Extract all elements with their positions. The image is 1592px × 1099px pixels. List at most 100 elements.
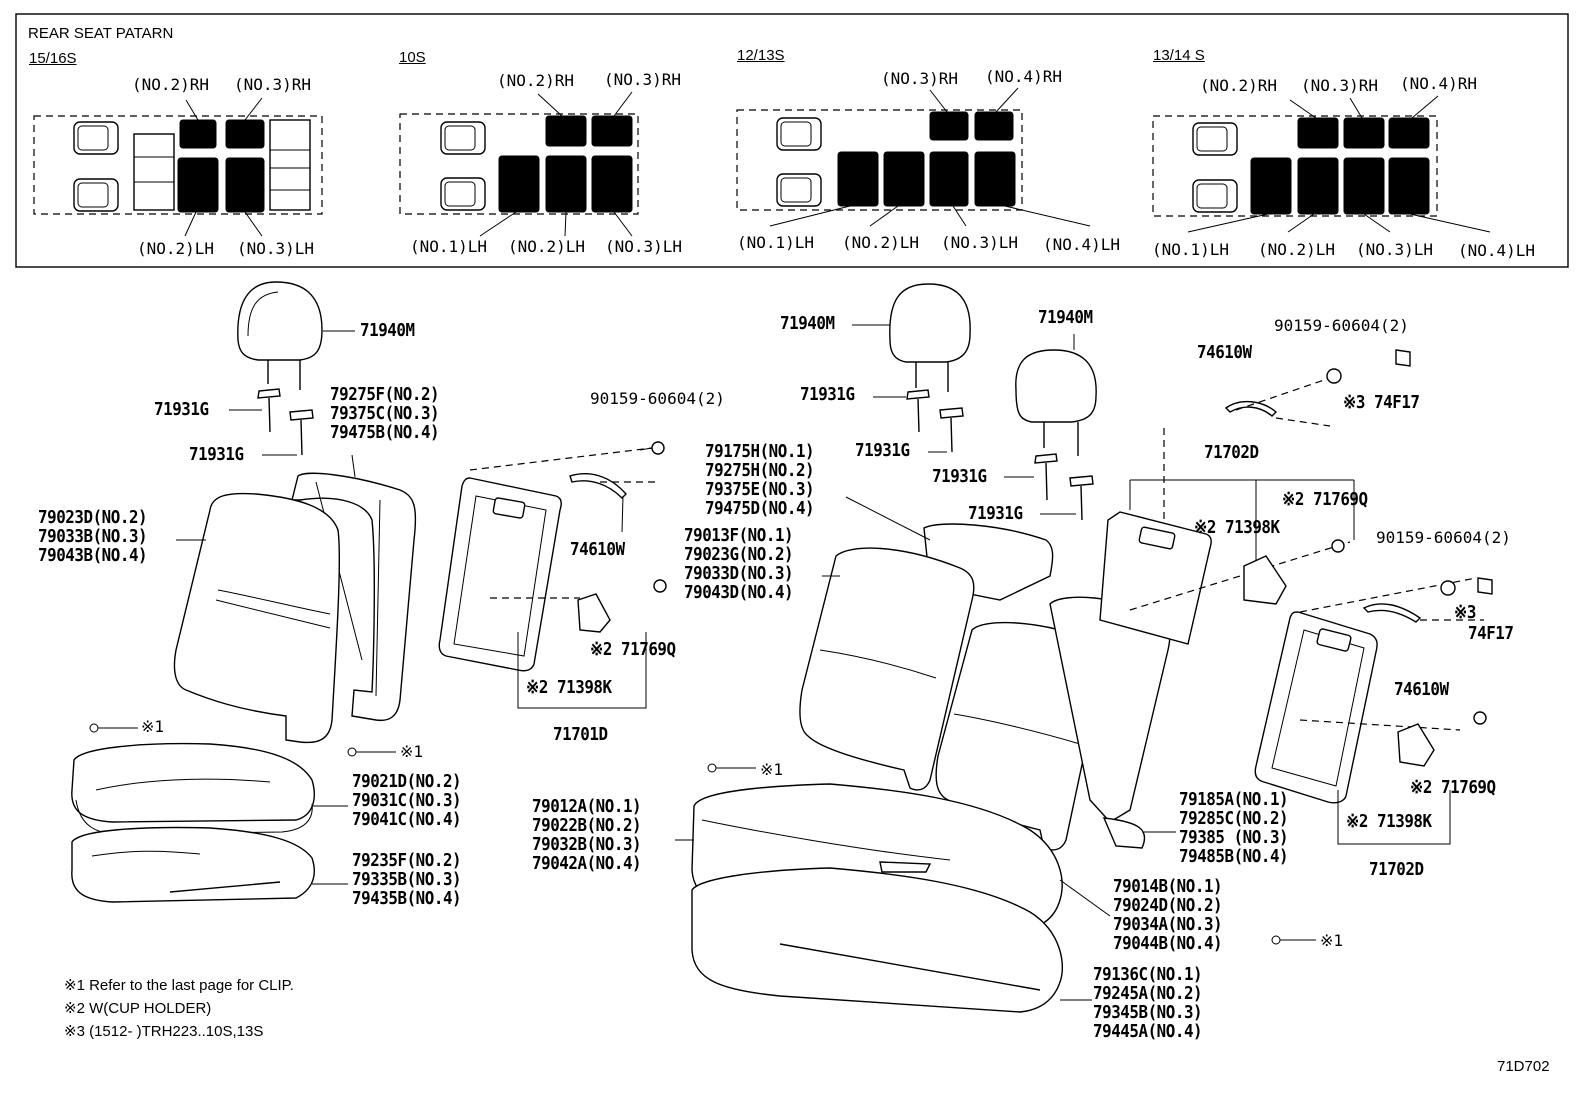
part-79043d: 79043D(NO.4) xyxy=(684,582,794,603)
part-71769q-left: ※2 71769Q xyxy=(590,639,676,660)
part-79136c: 79136C(NO.1) xyxy=(1093,964,1203,985)
pattern-12-13s-no3rh: (NO.3)RH xyxy=(881,69,959,88)
middle-cushion-drawing xyxy=(675,763,1316,1013)
part-71940m-left: 71940M xyxy=(360,320,415,341)
part-group-79185: 79185A(NO.1) 79285C(NO.2) 79385 (NO.3) 7… xyxy=(1179,791,1289,866)
pattern-13-14s-no1lh: (NO.1)LH xyxy=(1152,240,1230,259)
part-74f17-right-b: 74F17 xyxy=(1468,623,1514,644)
pattern-15-16s-title: 15/16S xyxy=(29,50,77,67)
pattern-12-13s-no3lh: (NO.3)LH xyxy=(941,233,1019,252)
part-79013f: 79013F(NO.1) xyxy=(684,525,794,546)
pattern-10s-no1lh: (NO.1)LH xyxy=(410,237,488,256)
clip-mark-d: ※1 xyxy=(1320,931,1344,950)
note-cup-holder: ※2 W(CUP HOLDER) xyxy=(64,1000,212,1017)
pattern-10s-no3lh: (NO.3)LH xyxy=(605,237,683,256)
part-group-79012: 79012A(NO.1) 79022B(NO.2) 79032B(NO.3) 7… xyxy=(532,798,642,874)
part-74610w-left: 74610W xyxy=(570,539,625,560)
part-group-79275: 79275F(NO.2) 79375C(NO.3) 79475B(NO.4) xyxy=(330,386,440,443)
part-79022b: 79022B(NO.2) xyxy=(532,815,642,836)
right-upper-backboard-drawing xyxy=(1099,349,1411,645)
left-headrest-drawing xyxy=(237,281,355,390)
pattern-12-13s-no4lh: (NO.4)LH xyxy=(1043,235,1121,254)
part-71769q-right-b: ※2 71769Q xyxy=(1410,777,1496,798)
part-71931g-left-b: 71931G xyxy=(189,444,244,465)
part-79014b: 79014B(NO.1) xyxy=(1113,876,1223,897)
part-71769q-right-a: ※2 71769Q xyxy=(1282,489,1368,510)
part-79335b: 79335B(NO.3) xyxy=(352,869,462,890)
pattern-10s-no2lh: (NO.2)LH xyxy=(508,237,586,256)
part-79023g: 79023G(NO.2) xyxy=(684,544,794,565)
part-79285c: 79285C(NO.2) xyxy=(1179,808,1289,829)
part-79033b: 79033B(NO.3) xyxy=(38,526,148,547)
part-79021d: 79021D(NO.2) xyxy=(352,771,462,792)
part-90159-60604-left: 90159-60604(2) xyxy=(590,389,725,408)
pattern-13-14s xyxy=(1152,95,1491,233)
pattern-10s-no3rh: (NO.3)RH xyxy=(604,70,682,89)
pattern-15-16s-no2rh: (NO.2)RH xyxy=(132,75,210,94)
part-79034a: 79034A(NO.3) xyxy=(1113,914,1223,935)
left-backboard-drawing xyxy=(438,441,667,709)
part-71702d-a: 71702D xyxy=(1204,442,1259,463)
part-71398k-right-a: ※2 71398K xyxy=(1194,517,1280,538)
part-79042a: 79042A(NO.4) xyxy=(532,853,642,874)
part-74f17-right-b-mark: ※3 xyxy=(1454,602,1476,623)
part-71931g-left-a: 71931G xyxy=(154,399,209,420)
pattern-13-14s-no2rh: (NO.2)RH xyxy=(1200,76,1278,95)
pattern-15-16s xyxy=(33,97,323,237)
part-71398k-right-b: ※2 71398K xyxy=(1346,811,1432,832)
part-group-79014: 79014B(NO.1) 79024D(NO.2) 79034A(NO.3) 7… xyxy=(1113,876,1223,954)
part-79235f: 79235F(NO.2) xyxy=(352,850,462,871)
pattern-13-14s-no3rh: (NO.3)RH xyxy=(1301,76,1379,95)
middle-headrests-drawing xyxy=(852,283,1097,521)
part-90159-60604-right-a: 90159-60604(2) xyxy=(1274,316,1409,335)
part-group-79021: 79021D(NO.2) 79031C(NO.3) 79041C(NO.4) xyxy=(352,771,462,829)
pattern-13-14s-no4lh: (NO.4)LH xyxy=(1458,241,1536,260)
part-71398k-left: ※2 71398K xyxy=(526,677,612,698)
part-79024d: 79024D(NO.2) xyxy=(1113,895,1223,916)
part-79043b: 79043B(NO.4) xyxy=(38,545,148,566)
part-group-79136: 79136C(NO.1) 79245A(NO.2) 79345B(NO.3) 7… xyxy=(1093,964,1203,1042)
pattern-12-13s-no1lh: (NO.1)LH xyxy=(737,233,815,252)
left-cushion-drawing xyxy=(71,723,396,903)
pattern-12-13s-title: 12/13S xyxy=(737,47,785,64)
clip-mark-b: ※1 xyxy=(400,742,424,761)
part-79475b: 79475B(NO.4) xyxy=(330,422,440,443)
part-79445a: 79445A(NO.4) xyxy=(1093,1021,1203,1042)
part-79044b: 79044B(NO.4) xyxy=(1113,933,1223,954)
pattern-12-13s xyxy=(736,87,1091,227)
part-79031c: 79031C(NO.3) xyxy=(352,790,462,811)
pattern-13-14s-no4rh: (NO.4)RH xyxy=(1400,74,1478,93)
part-group-79013: 79013F(NO.1) 79023G(NO.2) 79033D(NO.3) 7… xyxy=(684,525,794,603)
part-group-79023: 79023D(NO.2) 79033B(NO.3) 79043B(NO.4) xyxy=(38,507,148,566)
part-79345b: 79345B(NO.3) xyxy=(1093,1002,1203,1023)
part-79475d: 79475D(NO.4) xyxy=(705,498,815,519)
pattern-13-14s-no2lh: (NO.2)LH xyxy=(1258,240,1336,259)
part-71931g-middle-a: 71931G xyxy=(800,384,855,405)
pattern-title: REAR SEAT PATARN xyxy=(28,25,174,42)
part-79275h: 79275H(NO.2) xyxy=(705,460,815,481)
part-90159-60604-right-b: 90159-60604(2) xyxy=(1376,528,1511,547)
clip-mark-c: ※1 xyxy=(760,760,784,779)
part-74610w-right-b: 74610W xyxy=(1394,679,1449,700)
pattern-15-16s-no2lh: (NO.2)LH xyxy=(137,239,215,258)
part-79375e: 79375E(NO.3) xyxy=(705,479,815,500)
part-79385: 79385 (NO.3) xyxy=(1179,827,1289,848)
part-79023d: 79023D(NO.2) xyxy=(38,507,148,528)
part-79375c: 79375C(NO.3) xyxy=(330,403,440,424)
pattern-panel-frame xyxy=(15,13,1569,268)
pattern-12-13s-no4rh: (NO.4)RH xyxy=(985,67,1063,86)
pattern-13-14s-title: 13/14 S xyxy=(1153,47,1205,64)
pattern-10s-title: 10S xyxy=(399,49,426,66)
pattern-13-14s-no3lh: (NO.3)LH xyxy=(1356,240,1434,259)
part-79032b: 79032B(NO.3) xyxy=(532,834,642,855)
note-clip: ※1 Refer to the last page for CLIP. xyxy=(64,977,294,994)
part-74610w-right-a: 74610W xyxy=(1197,342,1252,363)
figure-code: 71D702 xyxy=(1497,1058,1550,1075)
pattern-12-13s-no2lh: (NO.2)LH xyxy=(842,233,920,252)
part-71931g-middle-b: 71931G xyxy=(855,440,910,461)
part-71701d: 71701D xyxy=(553,724,608,745)
pattern-15-16s-no3rh: (NO.3)RH xyxy=(234,75,312,94)
part-71702d-b: 71702D xyxy=(1369,859,1424,880)
